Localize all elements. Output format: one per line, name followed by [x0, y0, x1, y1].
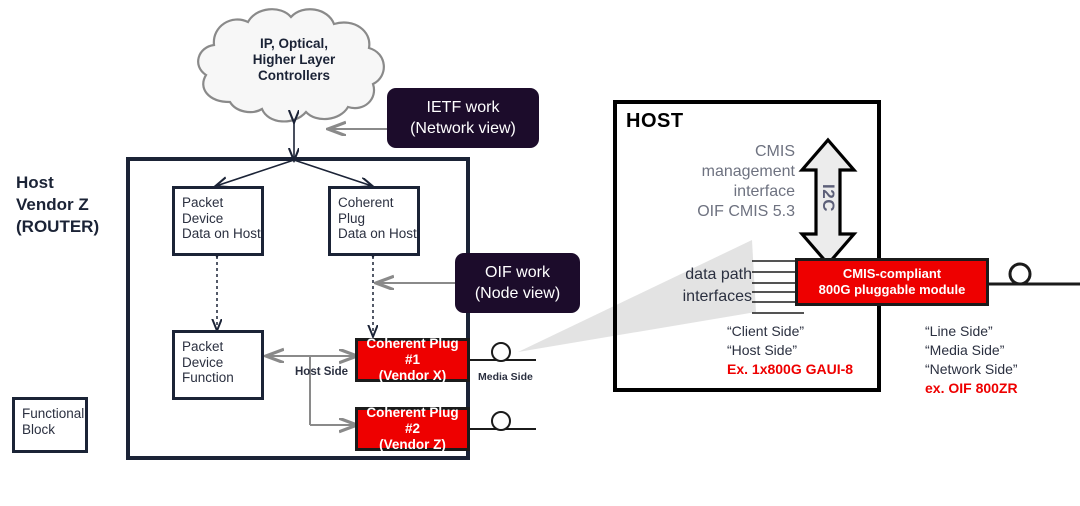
plug-vendor: (Vendor Z): [379, 437, 446, 452]
cmis-pluggable-module[interactable]: CMIS-compliant 800G pluggable module: [795, 258, 989, 306]
cloud-label: IP, Optical, Higher Layer Controllers: [214, 36, 374, 84]
cmis-line-2: management: [701, 163, 795, 180]
cloud-label-line-3: Controllers: [257, 68, 330, 83]
cmis-line-3: interface: [733, 183, 795, 200]
pill-line-1: IETF work: [426, 99, 500, 116]
pill-line-2: (Network view): [410, 120, 516, 137]
line-side-line-3: “Network Side”: [925, 361, 1018, 377]
legend-line-2: Block: [22, 421, 56, 437]
block-line-2: Device: [182, 210, 224, 226]
line-side-line-1: “Line Side”: [925, 323, 993, 339]
i2c-label: I2C: [819, 184, 838, 212]
cmis-line-1: CMIS: [755, 143, 795, 160]
client-side-line-2: “Host Side”: [727, 342, 798, 358]
host-vendor-title-line-2: Vendor Z: [16, 195, 89, 214]
pill-line-1: OIF work: [485, 264, 550, 281]
cloud-label-line-2: Higher Layer: [252, 52, 336, 67]
line-side-fiber-connector-icon: [986, 262, 1080, 286]
block-line-2: Plug: [338, 210, 366, 226]
coherent-plug-1[interactable]: Coherent Plug #1 (Vendor X): [355, 336, 470, 383]
block-line-3: Data on Host: [338, 226, 417, 241]
legend-line-1: Functional: [22, 406, 85, 421]
module-line-2: 800G pluggable module: [818, 282, 966, 297]
client-side-example: Ex. 1x800G GAUI-8: [727, 361, 854, 377]
client-side-descriptor: “Client Side” “Host Side” Ex. 1x800G GAU…: [727, 322, 892, 379]
plug-title: Coherent Plug #1: [366, 336, 459, 367]
module-line-1: CMIS-compliant: [842, 266, 942, 281]
block-line-2: Device: [182, 354, 224, 370]
cmis-line-4: OIF CMIS 5.3: [697, 203, 795, 220]
oif-work-pill[interactable]: OIF work (Node view): [455, 253, 580, 313]
host-side-label: Host Side: [295, 366, 349, 378]
controller-cloud: [197, 8, 385, 123]
host-panel-title: HOST: [626, 110, 684, 132]
block-coherent-plug-data-on-host[interactable]: Coherent Plug Data on Host: [328, 186, 420, 256]
block-line-3: Function: [182, 370, 234, 385]
host-vendor-title-line-1: Host: [16, 173, 54, 192]
plug-vendor: (Vendor X): [378, 368, 447, 383]
host-vendor-title-line-3: (ROUTER): [16, 217, 100, 236]
block-line-1: Packet: [182, 339, 224, 354]
block-line-1: Packet: [182, 195, 224, 210]
block-packet-device-data-on-host[interactable]: Packet Device Data on Host: [172, 186, 264, 256]
legend-functional-block: Functional Block: [12, 397, 88, 453]
datapath-line-1: data path: [685, 266, 752, 283]
media-side-label: Media Side: [478, 371, 533, 383]
cloud-label-line-1: IP, Optical,: [259, 36, 329, 51]
ietf-work-pill[interactable]: IETF work (Network view): [387, 88, 539, 148]
block-packet-device-function[interactable]: Packet Device Function: [172, 330, 264, 400]
coherent-plug-2[interactable]: Coherent Plug #2 (Vendor Z): [355, 405, 470, 452]
line-side-example: ex. OIF 800ZR: [925, 380, 1018, 396]
client-side-line-1: “Client Side”: [727, 323, 805, 339]
plug-title: Coherent Plug #2: [366, 405, 459, 436]
data-path-interfaces-label: data path interfaces: [648, 264, 752, 308]
line-side-line-2: “Media Side”: [925, 342, 1005, 358]
block-line-1: Coherent: [338, 195, 394, 210]
pill-line-2: (Node view): [474, 285, 561, 302]
host-boundary: [613, 100, 881, 392]
line-side-descriptor: “Line Side” “Media Side” “Network Side” …: [925, 322, 1080, 398]
block-line-3: Data on Host: [182, 226, 261, 241]
host-vendor-title: Host Vendor Z (ROUTER): [16, 172, 126, 238]
cmis-management-label: CMIS management interface OIF CMIS 5.3: [650, 142, 795, 222]
datapath-line-2: interfaces: [682, 288, 752, 305]
